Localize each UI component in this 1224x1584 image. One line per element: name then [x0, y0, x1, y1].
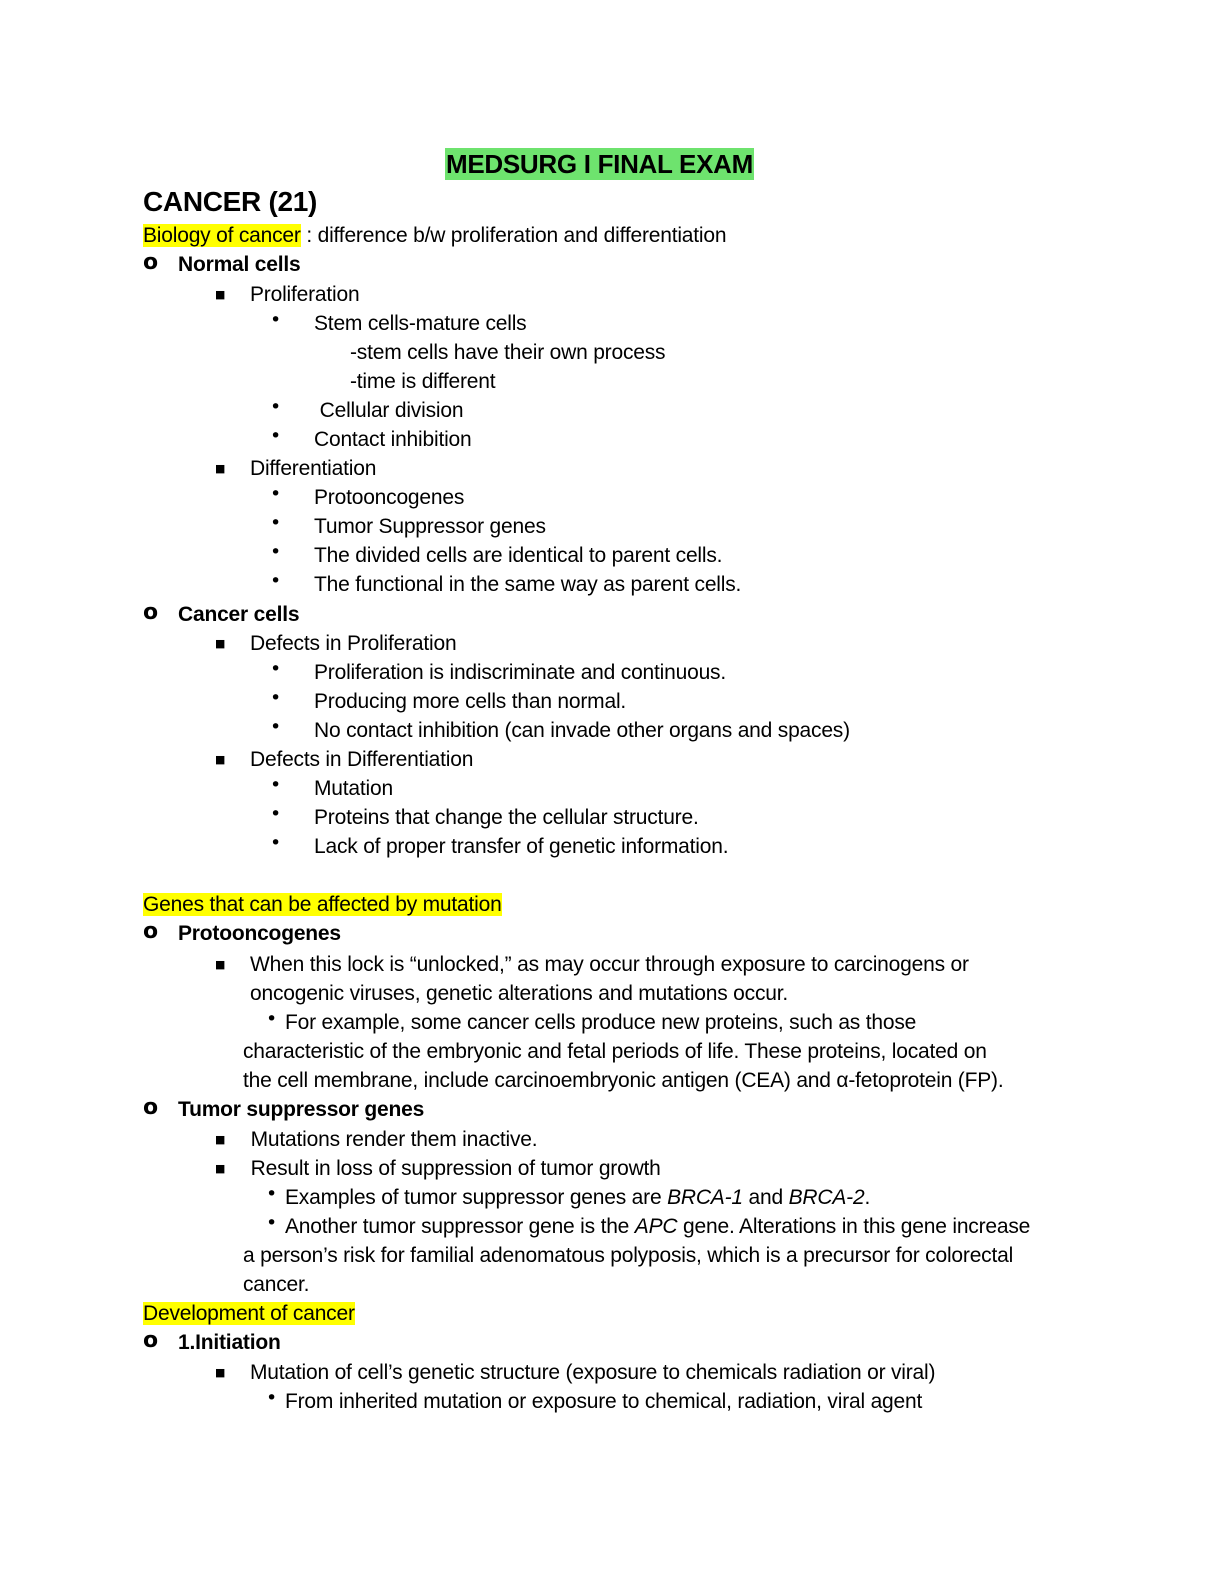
square-bullet-icon: ■ [215, 462, 226, 475]
tumor-suppressor-label: Tumor suppressor genes [178, 1098, 425, 1121]
and-text: and [742, 1186, 789, 1209]
dot-bullet-icon: • [266, 1212, 278, 1234]
square-bullet-icon: ■ [215, 288, 226, 301]
stem-cells-note-1: -stem cells have their own process [350, 341, 666, 364]
protooncogenes-item: Protooncogenes [314, 486, 465, 509]
section-heading-cancer: CANCER (21) [143, 186, 318, 217]
functional-item: The functional in the same way as parent… [314, 573, 742, 596]
genes-highlight: Genes that can be affected by mutation [143, 893, 502, 916]
dot-bullet-icon: • [270, 832, 282, 854]
apc-pre-text: Another tumor suppressor gene is the [285, 1215, 635, 1238]
producing-item: Producing more cells than normal. [314, 690, 627, 713]
example-line-3: the cell membrane, include carcinoembryo… [243, 1069, 1004, 1092]
examples-text: Examples of tumor suppressor genes are [285, 1186, 668, 1209]
defects-proliferation-item: Defects in Proliferation [250, 632, 457, 655]
normal-cells-label: Normal cells [178, 253, 301, 276]
result-loss-item: Result in loss of suppression of tumor g… [245, 1157, 661, 1180]
dot-bullet-icon: • [270, 803, 282, 825]
brca2-text: BRCA-2 [788, 1186, 865, 1209]
dot-bullet-icon: • [270, 309, 282, 331]
defects-differentiation-item: Defects in Differentiation [250, 748, 474, 771]
circle-bullet-icon: o [143, 250, 159, 275]
circle-bullet-icon: o [143, 1095, 159, 1120]
square-bullet-icon: ■ [215, 958, 226, 971]
dot-bullet-icon: • [270, 716, 282, 738]
mutation-cell-item: Mutation of cell’s genetic structure (ex… [250, 1361, 936, 1384]
inherited-item: From inherited mutation or exposure to c… [285, 1390, 923, 1413]
cancer-cells-label: Cancer cells [178, 603, 300, 626]
dot-bullet-icon: • [266, 1008, 278, 1030]
circle-bullet-icon: o [143, 919, 159, 944]
cellular-division-item: Cellular division [314, 399, 464, 422]
lack-transfer-item: Lack of proper transfer of genetic infor… [314, 835, 729, 858]
biology-highlight: Biology of cancer [143, 224, 301, 247]
unlock-line-2: oncogenic viruses, genetic alterations a… [250, 982, 789, 1005]
apc-text: APC [634, 1215, 678, 1238]
unlock-line-1: When this lock is “unlocked,” as may occ… [250, 953, 969, 976]
dot-bullet-icon: • [270, 483, 282, 505]
dot-bullet-icon: • [266, 1387, 278, 1409]
period-text: . [864, 1186, 871, 1209]
differentiation-item: Differentiation [250, 457, 377, 480]
square-bullet-icon: ■ [215, 637, 226, 650]
example-line-1: For example, some cancer cells produce n… [285, 1011, 917, 1034]
contact-inhibition-item: Contact inhibition [314, 428, 472, 451]
dot-bullet-icon: • [270, 658, 282, 680]
apc-post-text: gene. Alterations in this gene increase [677, 1215, 1031, 1238]
development-highlight: Development of cancer [143, 1302, 355, 1325]
square-bullet-icon: ■ [215, 1162, 226, 1175]
brca1-text: BRCA-1 [667, 1186, 743, 1209]
biology-rest: : difference b/w proliferation and diffe… [300, 224, 727, 247]
indiscriminate-item: Proliferation is indiscriminate and cont… [314, 661, 726, 684]
cancer-word-line: cancer. [243, 1273, 310, 1296]
square-bullet-icon: ■ [215, 1133, 226, 1146]
development-heading: Development of cancer [143, 1299, 355, 1328]
dot-bullet-icon: • [270, 512, 282, 534]
dot-bullet-icon: • [270, 774, 282, 796]
stem-cells-note-2: -time is different [350, 370, 496, 393]
initiation-label: 1.Initiation [178, 1331, 281, 1354]
examples-brca-line: Examples of tumor suppressor genes are B… [285, 1183, 870, 1212]
divided-cells-item: The divided cells are identical to paren… [314, 544, 723, 567]
no-contact-item: No contact inhibition (can invade other … [314, 719, 850, 742]
genes-heading: Genes that can be affected by mutation [143, 890, 502, 919]
dot-bullet-icon: • [270, 396, 282, 418]
dot-bullet-icon: • [270, 570, 282, 592]
dot-bullet-icon: • [270, 541, 282, 563]
dot-bullet-icon: • [270, 425, 282, 447]
proteins-item: Proteins that change the cellular struct… [314, 806, 699, 829]
person-risk-line: a person’s risk for familial adenomatous… [243, 1244, 1014, 1267]
circle-bullet-icon: o [143, 600, 159, 625]
stem-cells-item: Stem cells-mature cells [314, 312, 527, 335]
mutations-render-item: Mutations render them inactive. [245, 1128, 538, 1151]
biology-line: Biology of cancer : difference b/w proli… [143, 221, 727, 250]
document-title: MEDSURG I FINAL EXAM [445, 148, 754, 180]
mutation-item: Mutation [314, 777, 393, 800]
example-line-2: characteristic of the embryonic and feta… [243, 1040, 987, 1063]
proliferation-item: Proliferation [250, 283, 360, 306]
square-bullet-icon: ■ [215, 1366, 226, 1379]
square-bullet-icon: ■ [215, 753, 226, 766]
protooncogenes-label: Protooncogenes [178, 922, 341, 945]
circle-bullet-icon: o [143, 1328, 159, 1353]
apc-line: Another tumor suppressor gene is the APC… [285, 1212, 1030, 1241]
tumor-suppressor-item: Tumor Suppressor genes [314, 515, 546, 538]
dot-bullet-icon: • [270, 687, 282, 709]
dot-bullet-icon: • [266, 1183, 278, 1205]
